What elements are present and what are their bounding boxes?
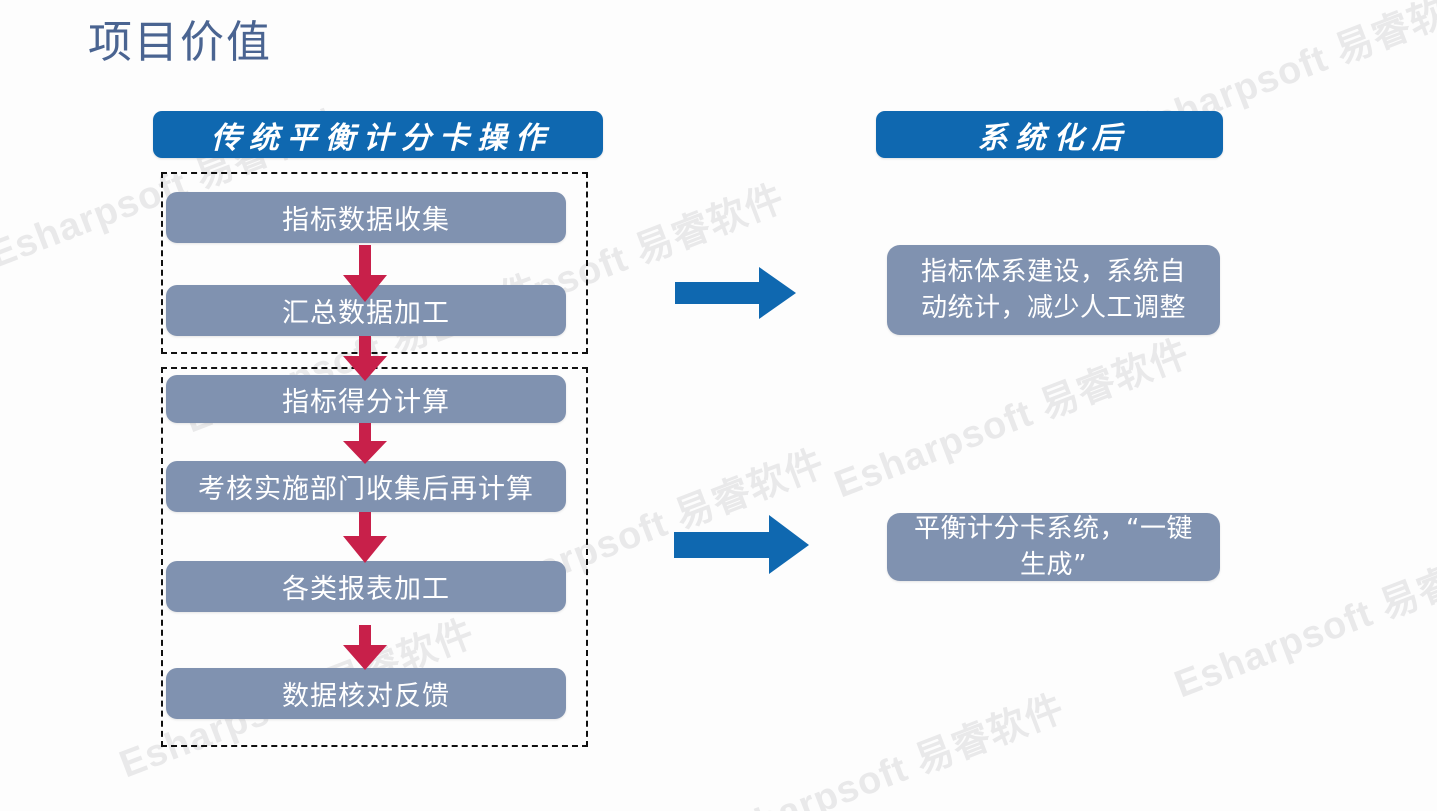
result-box: 平衡计分卡系统，“一键生成” — [887, 513, 1220, 581]
process-group-collect — [161, 172, 588, 354]
watermark-text: Esharpsoft 易睿软件 — [829, 332, 1196, 507]
column-header-systemized: 系统化后 — [876, 111, 1223, 158]
process-step-box: 数据核对反馈 — [166, 668, 566, 719]
process-step-box: 考核实施部门收集后再计算 — [166, 461, 566, 512]
process-step-box: 各类报表加工 — [166, 561, 566, 612]
down-arrow-icon — [339, 245, 391, 308]
process-step-box: 指标数据收集 — [166, 192, 566, 243]
down-arrow-icon — [339, 625, 391, 676]
right-arrow-icon — [675, 266, 797, 325]
page-title: 项目价值 — [88, 17, 272, 68]
column-header-traditional: 传统平衡计分卡操作 — [153, 111, 603, 158]
process-step-box: 指标得分计算 — [166, 375, 566, 423]
down-arrow-icon — [339, 512, 391, 569]
right-arrow-icon — [674, 514, 810, 581]
result-box: 指标体系建设，系统自动统计，减少人工调整 — [887, 245, 1220, 335]
down-arrow-icon — [339, 423, 391, 470]
down-arrow-icon — [339, 336, 391, 387]
watermark-text: Esharpsoft 易睿软件 — [704, 687, 1071, 811]
